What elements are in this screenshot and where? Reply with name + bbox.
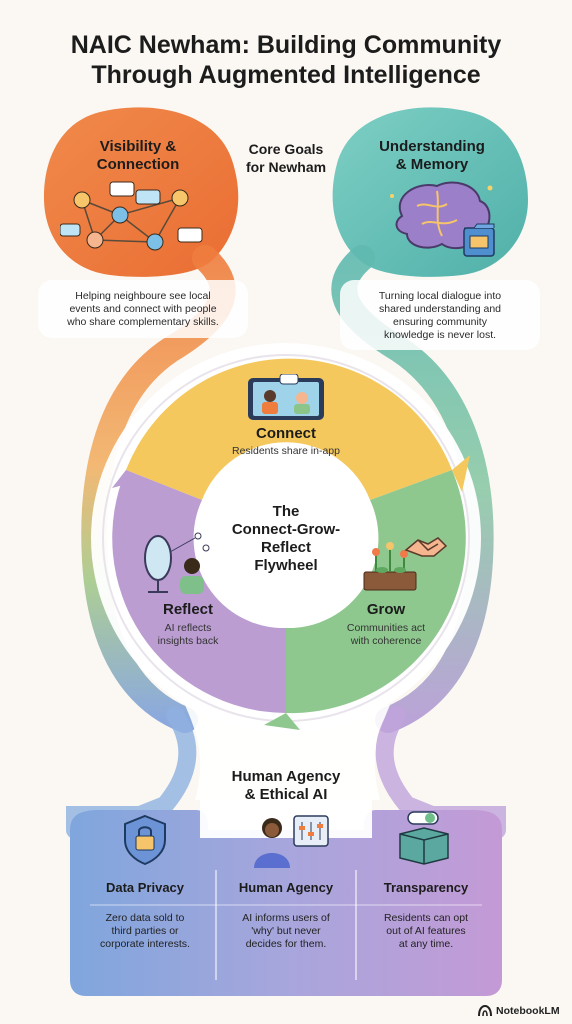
- reflect-title: Reflect: [162, 601, 214, 618]
- pillar-title-data-privacy: Data Privacy: [105, 880, 185, 895]
- notebook-logo-icon: [478, 1005, 492, 1017]
- visibility-description: Helping neighboure see local events and …: [67, 290, 219, 328]
- connect-title: Connect: [256, 425, 316, 442]
- understanding-title: Understanding & Memory: [379, 138, 485, 173]
- reflect-description: AI reflects insights back: [157, 622, 219, 647]
- pillar-desc-transparency: Residents can opt out of AI features at …: [383, 912, 469, 950]
- connect-description: Residents share in-app: [232, 445, 340, 457]
- flywheel-segment-grow: [286, 470, 466, 714]
- mirror-icon: [144, 532, 210, 594]
- understanding-description: Turning local dialogue into shared under…: [378, 290, 502, 341]
- pillar-title-transparency: Transparency: [383, 880, 469, 895]
- ethics-heading: Human Agency & Ethical AI: [231, 768, 341, 803]
- page-title: NAIC Newham: Building Community Through …: [70, 31, 502, 89]
- grow-title: Grow: [366, 601, 406, 618]
- person-sliders-icon: [254, 815, 329, 868]
- lock-shield-icon: [124, 814, 166, 866]
- visibility-title: Visibility & Connection: [96, 138, 180, 173]
- brand-mark: NotebookLM: [478, 1003, 568, 1019]
- box-toggle-icon: [399, 811, 449, 865]
- folder-icon: [463, 223, 495, 257]
- flywheel-segment-connect: [126, 358, 452, 500]
- pillar-desc-human-agency: AI informs users of 'why' but never deci…: [242, 912, 330, 950]
- core-goals-label: Core Goals for Newham: [245, 141, 327, 175]
- pillar-desc-data-privacy: Zero data sold to third parties or corpo…: [100, 912, 190, 950]
- brand-name: NotebookLM: [496, 1005, 560, 1017]
- network-icon: [60, 181, 203, 251]
- pillar-title-human-agency: Human Agency: [238, 880, 334, 895]
- garden-icon: [363, 542, 417, 591]
- handshake-icon: [404, 537, 448, 557]
- tablet-chat-icon: [248, 374, 324, 420]
- flywheel-center-label: The Connect-Grow- Reflect Flywheel: [231, 503, 341, 574]
- grow-description: Communities act with coherence: [346, 622, 426, 647]
